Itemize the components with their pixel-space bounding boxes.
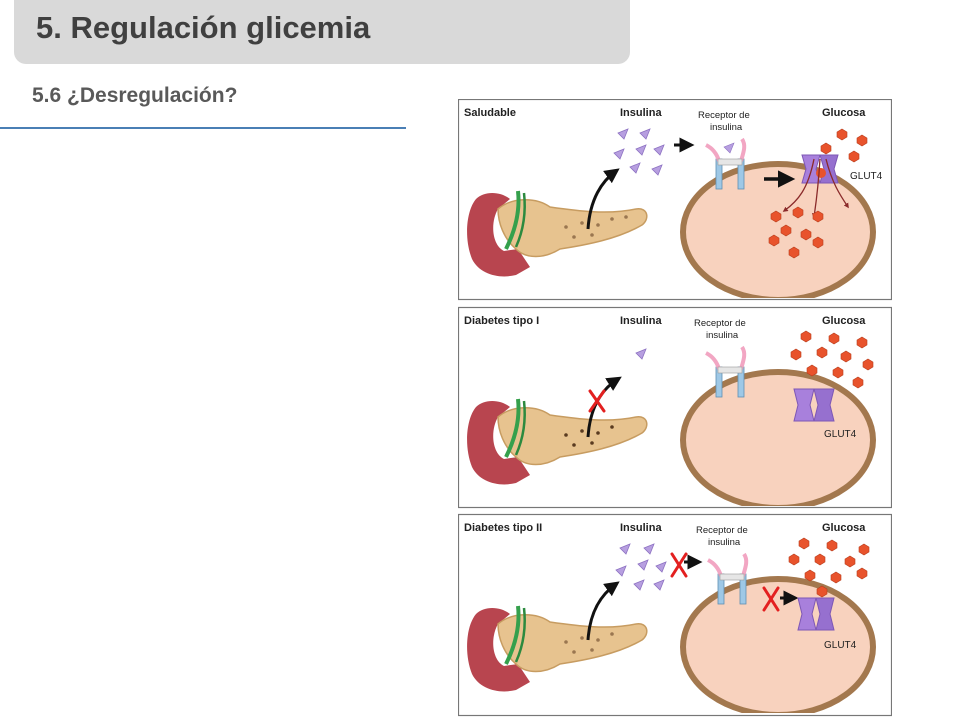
panel-diabetes-type-1: Diabetes tipo I Insulina Receptor de ins…	[458, 306, 892, 509]
receptor-label-line1: Receptor de	[694, 318, 746, 329]
receptor-label-line2: insulina	[706, 330, 739, 341]
subtitle-divider	[0, 127, 406, 129]
glucose-molecules	[790, 330, 874, 389]
panel-diabetes-type-2: Diabetes tipo II Insulina Receptor de in…	[458, 513, 892, 717]
section-subtitle: 5.6 ¿Desregulación?	[32, 84, 238, 107]
glut4-transporter	[797, 597, 835, 631]
receptor-label-line1: Receptor de	[696, 525, 748, 536]
secretion-arrow	[586, 168, 620, 230]
glut4-transporter	[793, 388, 835, 422]
signal-block-mark	[762, 586, 780, 612]
secretion-arrow	[586, 581, 620, 641]
insulin-receptor	[707, 552, 749, 605]
glucose-molecules	[768, 128, 868, 259]
insulin-molecules	[615, 543, 667, 591]
condition-label: Saludable	[464, 107, 516, 119]
insulin-label: Insulina	[620, 522, 662, 534]
glucose-label: Glucosa	[822, 315, 866, 327]
glucose-molecules	[788, 537, 870, 598]
condition-label: Diabetes tipo II	[464, 522, 542, 534]
glut4-label: GLUT4	[824, 640, 857, 651]
glucose-label: Glucosa	[822, 107, 866, 119]
cell	[680, 369, 876, 506]
cell	[680, 161, 876, 298]
block-mark	[588, 389, 606, 413]
panel-healthy: Saludable Insulina Receptor de insulina …	[458, 99, 892, 301]
glut4-label: GLUT4	[850, 171, 883, 182]
glut4-label: GLUT4	[824, 429, 857, 440]
insulin-receptor	[705, 345, 747, 398]
receptor-label-line2: insulina	[710, 122, 743, 133]
insulin-molecules	[613, 128, 665, 176]
glycemia-diagram: Saludable Insulina Receptor de insulina …	[458, 99, 892, 717]
receptor-label-line1: Receptor de	[698, 110, 750, 121]
insulin-label: Insulina	[620, 107, 662, 119]
insulin-receptor	[705, 137, 747, 190]
page-title: 5. Regulación glicemia	[36, 10, 371, 45]
condition-label: Diabetes tipo I	[464, 315, 539, 327]
pancreas-illustration	[467, 605, 648, 692]
title-bar: 5. Regulación glicemia	[14, 0, 630, 64]
pancreas-illustration	[467, 398, 648, 485]
insulin-label: Insulina	[620, 315, 662, 327]
pancreas-illustration	[467, 190, 648, 277]
glucose-label: Glucosa	[822, 522, 866, 534]
insulin-molecule	[635, 348, 647, 360]
receptor-label-line2: insulina	[708, 537, 741, 548]
binding-block-mark	[670, 552, 688, 578]
